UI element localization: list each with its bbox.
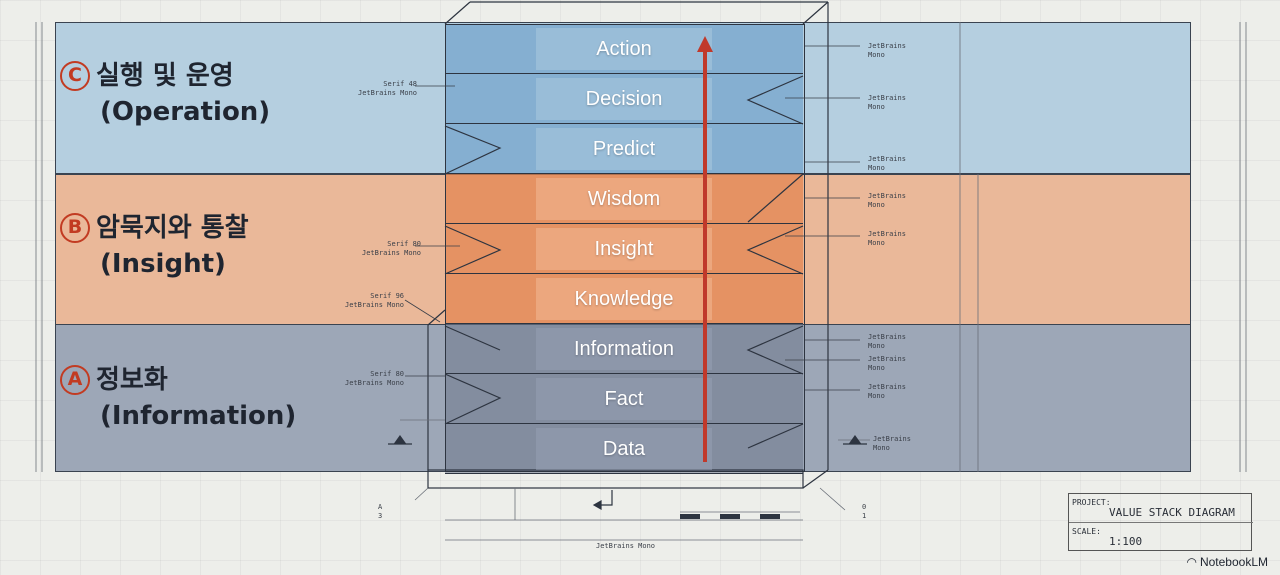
title-block-project-row: PROJECT: VALUE STACK DIAGRAM [1069,494,1253,523]
scale-key: SCALE: [1072,527,1101,536]
note-right: JetBrains Mono [868,383,906,400]
level-title-operation: 실행 및 운영 [96,61,234,91]
note-right: JetBrains Mono [868,94,906,111]
section-mark-right: 0 1 [862,503,867,520]
note-right: JetBrains Mono [868,192,906,209]
level-marker-a: A [60,365,90,395]
level-marker-c: C [60,61,90,91]
brand-name: NotebookLM [1199,555,1268,569]
level-subtitle-information: (Information) [100,401,297,431]
notebooklm-icon: ◠ [1186,555,1197,569]
level-title-information: 정보화 [96,365,168,395]
stage-information: Information [536,328,712,370]
note-right: JetBrains Mono [868,155,906,172]
note-right: JetBrains Mono [868,230,906,247]
stage-insight: Insight [536,228,712,270]
note-right: JetBrains Mono [868,333,906,350]
stage-decision: Decision [536,78,712,120]
note-left: Serif 96 JetBrains Mono [345,292,405,309]
title-block: PROJECT: VALUE STACK DIAGRAM SCALE: 1:10… [1068,493,1253,552]
stage-predict: Predict [536,128,712,170]
stage-knowledge: Knowledge [536,278,712,320]
brand-watermark: ◠NotebookLM [1186,555,1268,569]
project-key: PROJECT: [1072,498,1111,507]
arrow-up-icon [697,36,713,52]
scale-value: 1:100 [1109,535,1143,548]
note-right: JetBrains Mono [873,435,911,452]
note-right: JetBrains Mono [868,42,906,59]
progression-arrow-shaft [703,50,707,462]
note-bottom: JetBrains Mono [596,542,656,550]
stack-outline [445,24,805,472]
note-right: JetBrains Mono [868,355,906,372]
stage-action: Action [536,28,712,70]
level-title-insight: 암묵지와 통찰 [96,213,249,243]
project-value: VALUE STACK DIAGRAM [1109,506,1235,519]
note-left: Serif 80 JetBrains Mono [345,370,405,387]
note-left: Serif 80 JetBrains Mono [362,240,422,257]
title-block-scale-row: SCALE: 1:100 [1069,523,1253,552]
level-marker-b: B [60,213,90,243]
section-mark-left: A 3 [378,503,383,520]
stage-fact: Fact [536,378,712,420]
level-subtitle-insight: (Insight) [100,249,226,279]
level-subtitle-operation: (Operation) [100,97,271,127]
stage-data: Data [536,428,712,470]
note-left: Serif 48 JetBrains Mono [358,80,418,97]
stage-wisdom: Wisdom [536,178,712,220]
